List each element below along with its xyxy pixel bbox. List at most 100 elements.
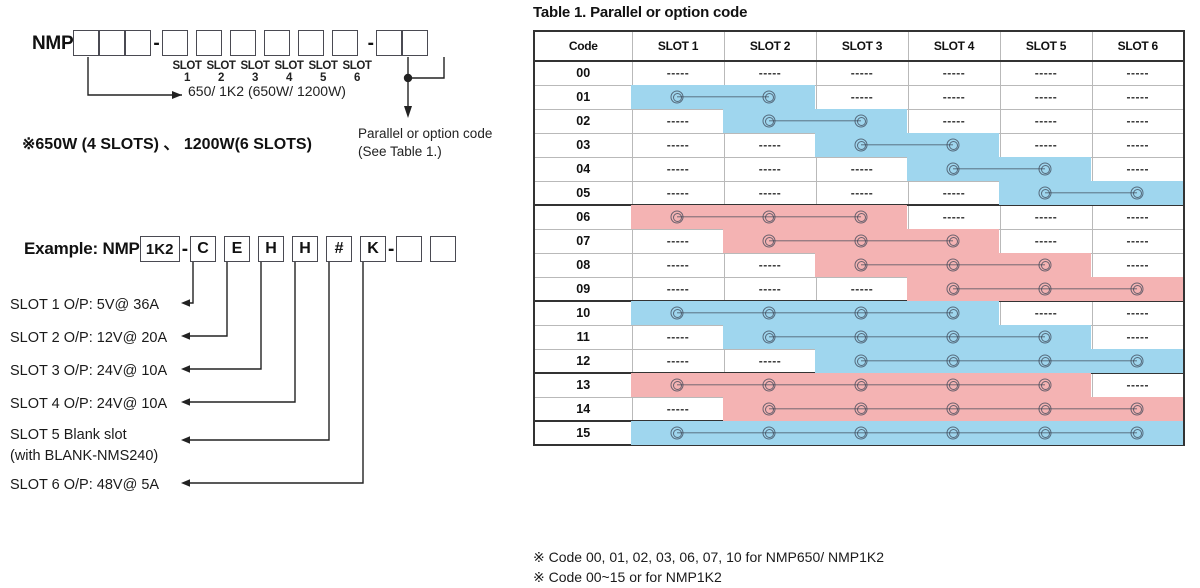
slot-cell-3	[815, 108, 909, 134]
slot-cell-5: -----	[999, 228, 1093, 254]
separator-dash-1: -	[153, 32, 160, 54]
slot-cell-6: -----	[1091, 300, 1184, 326]
slot-cell-1: -----	[631, 180, 725, 206]
slot-cell-3: -----	[815, 180, 909, 206]
example-slot-box-5[interactable]: #	[326, 236, 353, 262]
slot-box-1[interactable]	[161, 30, 188, 56]
slot-cell-2: -----	[723, 180, 817, 206]
example-label: Example: NMP	[24, 239, 140, 258]
slot-box-2[interactable]	[195, 30, 222, 56]
row-code-cell: 11	[534, 324, 633, 350]
slot-cell-3	[815, 228, 909, 254]
code-box-2[interactable]	[99, 30, 126, 56]
column-header-slot-4: SLOT 4	[907, 31, 1001, 62]
slot-box-6[interactable]	[331, 30, 358, 56]
slot-cell-6: -----	[1091, 60, 1184, 86]
slot-cell-5	[999, 396, 1093, 422]
slot-description-4: SLOT 4 O/P: 24V@ 10A	[10, 396, 168, 412]
option-box-1[interactable]	[375, 30, 402, 56]
slot-cell-4	[907, 252, 1001, 278]
example-option-box-2[interactable]	[430, 236, 457, 262]
slot-box-5[interactable]	[297, 30, 324, 56]
slot-cell-1: -----	[631, 324, 725, 350]
example-slot-box-1[interactable]: C	[190, 236, 217, 262]
slot-cell-6	[1091, 348, 1184, 374]
slot-cell-1: -----	[631, 108, 725, 134]
row-code-cell: 15	[534, 420, 633, 445]
slot-cell-1	[631, 300, 725, 326]
slot-cell-3	[815, 396, 909, 422]
slot-cell-6	[1091, 180, 1184, 206]
model-prefix-label: NMP	[32, 32, 74, 54]
slot-cell-1	[631, 372, 725, 398]
slot-description-3: SLOT 3 O/P: 24V@ 10A	[10, 363, 168, 379]
table-row: 14-----	[534, 396, 1184, 422]
slot-description-6: SLOT 6 O/P: 48V@ 5A	[10, 477, 160, 493]
slot-cell-6	[1091, 396, 1184, 422]
slot-cell-4	[907, 300, 1001, 326]
slot-cell-5	[999, 276, 1093, 302]
slot-cell-2	[723, 228, 817, 254]
slot-box-4[interactable]	[263, 30, 290, 56]
table-row: 13 -----	[534, 372, 1184, 398]
slot-cell-4: -----	[907, 108, 1001, 134]
slot-cell-3	[815, 204, 909, 230]
slot-cell-3: -----	[815, 276, 909, 302]
slot-cell-6: -----	[1091, 324, 1184, 350]
slot-cell-1: -----	[631, 348, 725, 374]
example-model-box[interactable]: 1K2	[139, 236, 180, 262]
row-code-cell: 13	[534, 372, 633, 398]
slot-cell-5	[999, 252, 1093, 278]
slot-count-note: ※650W (4 SLOTS) 、 1200W(6 SLOTS)	[22, 136, 312, 153]
slot-description-5: SLOT 5 Blank slot	[10, 427, 127, 443]
column-header-slot-2: SLOT 2	[723, 31, 817, 62]
slot-cell-6: -----	[1091, 132, 1184, 158]
parallel-option-note-line2: (See Table 1.)	[358, 144, 442, 160]
model-number-boxes: NMP - -	[32, 30, 428, 56]
example-slot-box-3[interactable]: H	[258, 236, 285, 262]
row-code-cell: 02	[534, 108, 633, 134]
slot-cell-2: -----	[723, 132, 817, 158]
row-code-cell: 07	[534, 228, 633, 254]
slot-cell-2	[723, 372, 817, 398]
table-title: Table 1. Parallel or option code	[533, 4, 748, 21]
table-row: 02--------------------	[534, 108, 1184, 134]
slot-box-3[interactable]	[229, 30, 256, 56]
slot-cell-5: -----	[999, 60, 1093, 86]
slot-cell-5	[999, 372, 1093, 398]
table-row: 07---------------	[534, 228, 1184, 254]
example-slot-box-6[interactable]: K	[360, 236, 387, 262]
slot-cell-4	[907, 132, 1001, 158]
row-code-cell: 08	[534, 252, 633, 278]
slot-cell-3	[815, 252, 909, 278]
example-separator-1: -	[181, 238, 189, 260]
row-code-cell: 14	[534, 396, 633, 422]
table-row: 10----------	[534, 300, 1184, 326]
table-row: 05--------------------	[534, 180, 1184, 206]
slot-cell-3: -----	[815, 84, 909, 110]
slot-cell-6: -----	[1091, 372, 1184, 398]
table-row: 06---------------	[534, 204, 1184, 230]
slot-cell-4	[907, 276, 1001, 302]
slot-cell-1: -----	[631, 228, 725, 254]
slot-description-1: SLOT 1 O/P: 5V@ 36A	[10, 297, 160, 313]
example-slot-box-4[interactable]: H	[292, 236, 319, 262]
slot-cell-5	[999, 348, 1093, 374]
slot-cell-1	[631, 204, 725, 230]
code-box-3[interactable]	[125, 30, 152, 56]
slot-cell-5	[999, 180, 1093, 206]
example-option-box-1[interactable]	[396, 236, 423, 262]
slot-cell-1: -----	[631, 252, 725, 278]
slot-cell-2: -----	[723, 252, 817, 278]
slot-cell-1	[631, 420, 725, 445]
example-slot-box-2[interactable]: E	[224, 236, 251, 262]
row-code-cell: 06	[534, 204, 633, 230]
slot-label-2: SLOT 2	[206, 60, 236, 84]
code-box-1[interactable]	[73, 30, 100, 56]
slot-cell-2: -----	[723, 60, 817, 86]
option-box-2[interactable]	[401, 30, 428, 56]
column-header-slot-1: SLOT 1	[631, 31, 725, 62]
slot-cell-5	[999, 156, 1093, 182]
slot-cell-3	[815, 348, 909, 374]
slot-cell-4: -----	[907, 84, 1001, 110]
